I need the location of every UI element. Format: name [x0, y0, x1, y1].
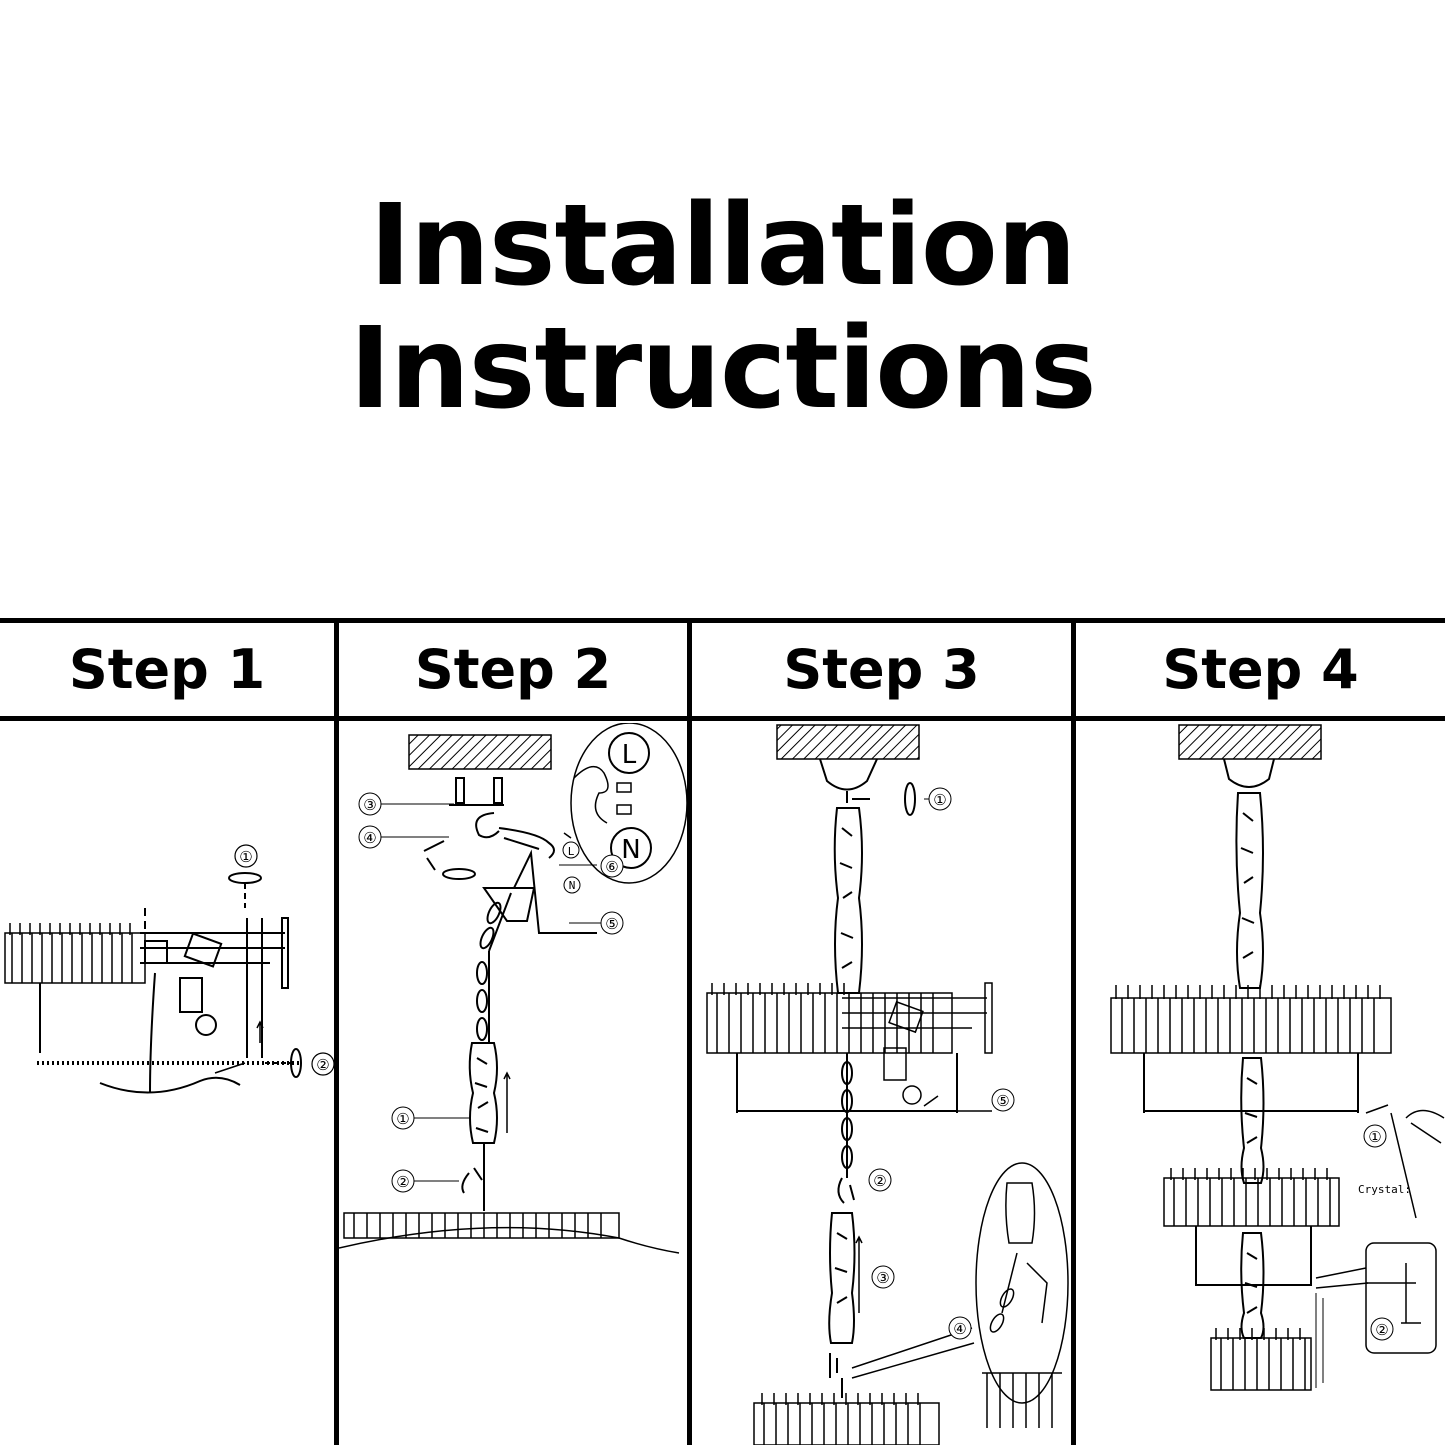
column-divider-3 [1071, 618, 1076, 1445]
step-4-canopy [1223, 758, 1275, 788]
column-divider-2 [687, 618, 692, 1445]
step-1-callout-2-text: ② [316, 1056, 329, 1074]
step-2-ceiling-block [408, 734, 552, 770]
step-3-callout-3: ③ [871, 1265, 895, 1289]
step-2-callout-4: ④ [358, 825, 382, 849]
step-1-diagram: ① ② [0, 723, 334, 1445]
step-3-callout-4: ④ [948, 1316, 972, 1340]
step-3-ceiling-block [776, 724, 920, 760]
steps-table: Step 1 Step 2 Step 3 Step 4 [0, 618, 1445, 1445]
step-3-callout-4-text: ④ [953, 1320, 966, 1338]
step-2-callout-2: ② [391, 1169, 415, 1193]
step-2-callout-3-text: ③ [363, 796, 376, 814]
step-1-callout-1: ① [234, 844, 258, 868]
step-3-callout-3-text: ③ [876, 1269, 889, 1287]
step-1-label: Step 1 [68, 638, 266, 701]
step-4-crystal-note: Crystal: [1358, 1183, 1411, 1196]
step-4-callout-1: ① [1363, 1124, 1387, 1148]
step-4-label: Step 4 [1162, 638, 1359, 701]
step-3-callout-2-text: ② [873, 1172, 886, 1190]
step-3-callout-2: ② [868, 1168, 892, 1192]
step-2-wire-label-N: N [610, 827, 652, 869]
step-2-shade [339, 1212, 680, 1254]
step-4-ceiling-block [1178, 724, 1322, 760]
step-4-callout-2-text: ② [1375, 1321, 1388, 1339]
step-2-callout-4-text: ④ [363, 829, 376, 847]
step-2-diagram: L N L N ③ ④ ⑥ ⑤ ① ② [339, 723, 687, 1445]
step-2-small-L: L [562, 841, 580, 859]
step-2-callout-5: ⑤ [600, 911, 624, 935]
step-3-callout-5: ⑤ [991, 1088, 1015, 1112]
step-4-upper-tier [1110, 985, 1392, 1114]
step-2-small-N: N [563, 876, 581, 894]
step-4-callout-2: ② [1370, 1317, 1394, 1341]
step-2-chain-cover [461, 1042, 511, 1211]
table-header-border [0, 716, 1445, 721]
step-4-lower-tier [1210, 1293, 1324, 1391]
step-1-frame [37, 872, 302, 1094]
step-2-wire-N-text: N [621, 835, 640, 865]
step-2-wire-L-text: L [622, 740, 637, 770]
step-2-callout-3: ③ [358, 792, 382, 816]
step-3-chain-cover-top [833, 807, 863, 994]
step-2-chain [476, 892, 512, 1043]
step-4-chain-cover-top [1235, 792, 1264, 989]
step-4-crystal-detail [1315, 1109, 1445, 1354]
step-3-callout-5-text: ⑤ [996, 1092, 1009, 1110]
step-2-callout-1-text: ① [396, 1110, 409, 1128]
step-4-middle-tier [1163, 1168, 1340, 1286]
step-2-callout-5-text: ⑤ [605, 915, 618, 933]
step-2-callout-1: ① [391, 1106, 415, 1130]
step-3-chain [837, 1053, 863, 1313]
step-2-leaders [381, 803, 601, 1182]
step-2-callout-6-text: ⑥ [605, 858, 618, 876]
step-3-canopy [819, 758, 916, 816]
step-2-wiring [423, 777, 597, 934]
step-3-callout-1-text: ① [933, 791, 946, 809]
step-2-label: Step 2 [414, 638, 612, 701]
step-3-upper-tier [706, 982, 993, 1113]
step-2-wire-label-L: L [608, 732, 650, 774]
step-1-callout-2: ② [311, 1052, 334, 1076]
step-2-small-L-text: L [568, 845, 575, 858]
step-3-detail-inset [851, 1162, 1069, 1428]
step-4-diagram: ① Crystal: ② [1076, 723, 1445, 1445]
step-4-chain-cover-mid [1240, 1057, 1265, 1184]
step-1-callout-1-text: ① [239, 848, 252, 866]
step-2-callout-6: ⑥ [600, 854, 624, 878]
step-2-callout-2-text: ② [396, 1173, 409, 1191]
table-top-border [0, 618, 1445, 623]
column-divider-1 [334, 618, 339, 1445]
step-1-shade-crystals [4, 923, 146, 984]
step-4-callout-1-text: ① [1368, 1128, 1381, 1146]
step-2-small-N-text: N [569, 879, 576, 892]
step-3-diagram: ① ⑤ ② ③ ④ [692, 723, 1071, 1445]
page-title: Installation Instructions [349, 181, 1096, 435]
step-2-wire-detail [563, 723, 687, 884]
step-3-callout-1: ① [928, 787, 952, 811]
step-3-label: Step 3 [783, 638, 980, 701]
step-3-chain-cover-bottom [828, 1212, 856, 1398]
step-3-lower-tier [753, 1393, 940, 1445]
step-3-leaders [924, 798, 929, 800]
